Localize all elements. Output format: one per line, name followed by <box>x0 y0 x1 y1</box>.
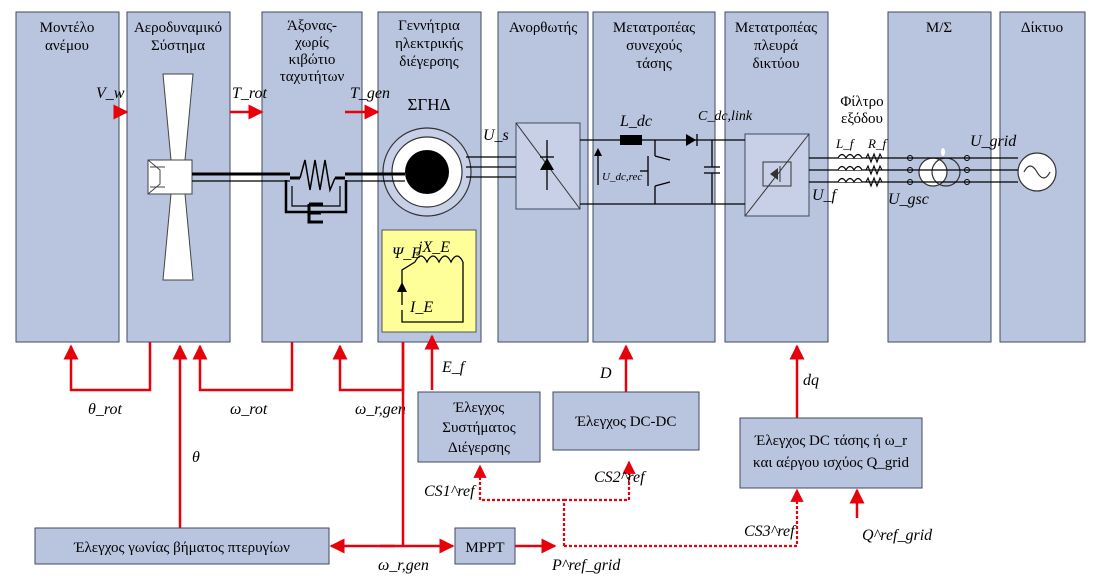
grid-converter-label-2: πλευρά <box>754 38 798 54</box>
inductor-ldc-icon <box>620 135 642 145</box>
cs1-label: CS1^ref <box>424 483 477 500</box>
wind-model-block: Μοντέλο ανέμου <box>15 11 120 343</box>
rectifier-label: Ανορθωτής <box>509 20 577 36</box>
filter-inductors-icon <box>837 153 863 184</box>
excitation-controller-box: Έλεγχος Συστήματος Διέγερσης <box>417 391 541 463</box>
diode-icon <box>515 122 581 210</box>
aero-label-2: Σύστημα <box>151 38 205 54</box>
grid-converter-block: Μετατροπέας πλευρά δικτύου <box>724 11 829 343</box>
excitation-ctrl-label-1: Έλεγχος <box>453 400 504 416</box>
capacitor-icon <box>704 140 720 204</box>
dc-voltage-controller-box: Έλεγχος DC τάσης ή ω_r και αέργου ισχύος… <box>739 417 923 489</box>
shaft-label-3: κιβώτιο <box>289 52 336 68</box>
shaft-label-2: χωρίς <box>294 35 329 51</box>
tgen-label: T_gen <box>350 85 390 102</box>
generator-type-label: ΣΓΗΔ <box>408 95 451 114</box>
grid-converter-label-3: δικτύου <box>752 56 799 72</box>
trot-label: T_rot <box>232 85 268 102</box>
ac-source-icon <box>1017 152 1057 192</box>
mechanical-shaft <box>192 159 405 224</box>
dcdc-label-2: συνεχούς <box>626 38 682 54</box>
theta-label: θ <box>192 449 200 466</box>
generator-label-1: Γεννήτρια <box>398 18 460 34</box>
omega-rgen-label: ω_r,gen <box>355 401 406 418</box>
wind-model-label-1: Μοντέλο <box>40 20 95 36</box>
filter-resistors-icon <box>865 152 883 188</box>
cs1-ref-line <box>473 464 566 546</box>
generator-icon <box>382 127 472 217</box>
cs3-label: CS3^ref <box>744 523 797 540</box>
generator-label-3: διέγερσης <box>399 54 458 70</box>
ef-label: E_f <box>441 359 467 376</box>
transformer-label: Μ/Σ <box>926 20 952 36</box>
pref-label: P^ref_grid <box>551 557 621 574</box>
omega-rot-label: ω_rot <box>230 401 268 418</box>
udcrec-label: U_dc,rec <box>602 171 642 183</box>
shaft-label-4: ταχυτήτων <box>280 69 345 85</box>
cs2-ref-line <box>564 460 636 502</box>
excitation-ctrl-label-3: Διέγερσης <box>448 440 510 456</box>
dc-voltage-ctrl-label-2: και αέργου ισχύος Q_grid <box>753 455 909 471</box>
qref-label: Q^ref_grid <box>862 527 933 544</box>
grid-block: Δίκτυο <box>999 11 1086 343</box>
aerodynamic-system-block: Αεροδυναμικό Σύστημα <box>126 11 231 343</box>
ugsc-label: U_gsc <box>888 191 929 208</box>
rotor-icon <box>147 73 194 281</box>
psi-e-label: Ψ_E <box>392 245 421 262</box>
mppt-label: MPPT <box>465 540 504 556</box>
omega-rgen-bottom-label: ω_r,gen <box>378 557 429 574</box>
grid-converter-label-1: Μετατροπέας <box>735 20 817 36</box>
d-label: D <box>599 365 612 382</box>
cdc-label: C_dc,link <box>698 109 753 124</box>
mppt-box: MPPT <box>454 527 516 565</box>
ie-label: I_E <box>409 299 433 316</box>
transformer-block: Μ/Σ <box>887 11 992 343</box>
jx-e-label: jX_E <box>416 239 450 256</box>
ugrid-label: U_grid <box>970 133 1017 150</box>
ldc-label: L_dc <box>619 113 652 130</box>
theta-rot-label: θ_rot <box>88 401 122 418</box>
dcdc-controller-box: Έλεγχος DC-DC <box>552 391 700 451</box>
dc-voltage-ctrl-label-1: Έλεγχος DC τάσης ή ω_r <box>754 433 907 449</box>
excitation-circuit-box: Ψ_E jX_E I_E <box>381 229 477 333</box>
shaft-block: Άξονας- χωρίς κιβώτιο ταχυτήτων <box>261 11 363 343</box>
omega-rgen-line <box>332 342 405 392</box>
excitation-ctrl-label-2: Συστήματος <box>442 420 516 436</box>
shaft-label-1: Άξονας- <box>287 18 337 34</box>
omega-rot-line <box>192 342 294 392</box>
generator-label-2: ηλεκτρικής <box>395 36 463 52</box>
grid-label: Δίκτυο <box>1021 20 1063 36</box>
dcdc-label-3: τάσης <box>636 56 672 72</box>
transformer-icon <box>918 148 961 187</box>
cs2-label: CS2^ref <box>594 469 647 486</box>
pitch-controller-box: Έλεγχος γωνίας βήματος πτερυγίων <box>34 527 330 565</box>
filter-label-1: Φίλτρο <box>840 94 883 110</box>
dq-label: dq <box>803 372 819 389</box>
uf-label: U_f <box>812 187 839 204</box>
spring-icon <box>299 159 336 193</box>
cs3-ref-line <box>564 488 804 548</box>
vw-label: V_w <box>96 85 125 102</box>
us-label: U_s <box>483 127 509 144</box>
pitch-ctrl-label: Έλεγχος γωνίας βήματος πτερυγίων <box>73 540 290 556</box>
dcdc-converter-block: Μετατροπέας συνεχούς τάσης <box>592 11 716 343</box>
filter-label-2: εξόδου <box>841 111 883 127</box>
aero-label-1: Αεροδυναμικό <box>134 20 222 36</box>
wind-model-label-2: ανέμου <box>45 38 89 54</box>
lf-label: L_f <box>835 136 856 151</box>
igbt-switch-icon <box>640 140 671 204</box>
dcdc-ctrl-label: Έλεγχος DC-DC <box>575 414 677 430</box>
rf-label: R_f <box>867 136 888 151</box>
inverter-icon <box>744 133 810 217</box>
three-phase-lines <box>466 134 1018 205</box>
dcdc-label-1: Μετατροπέας <box>613 20 695 36</box>
theta-rot-line <box>63 342 152 392</box>
boost-diode-icon <box>686 134 696 146</box>
